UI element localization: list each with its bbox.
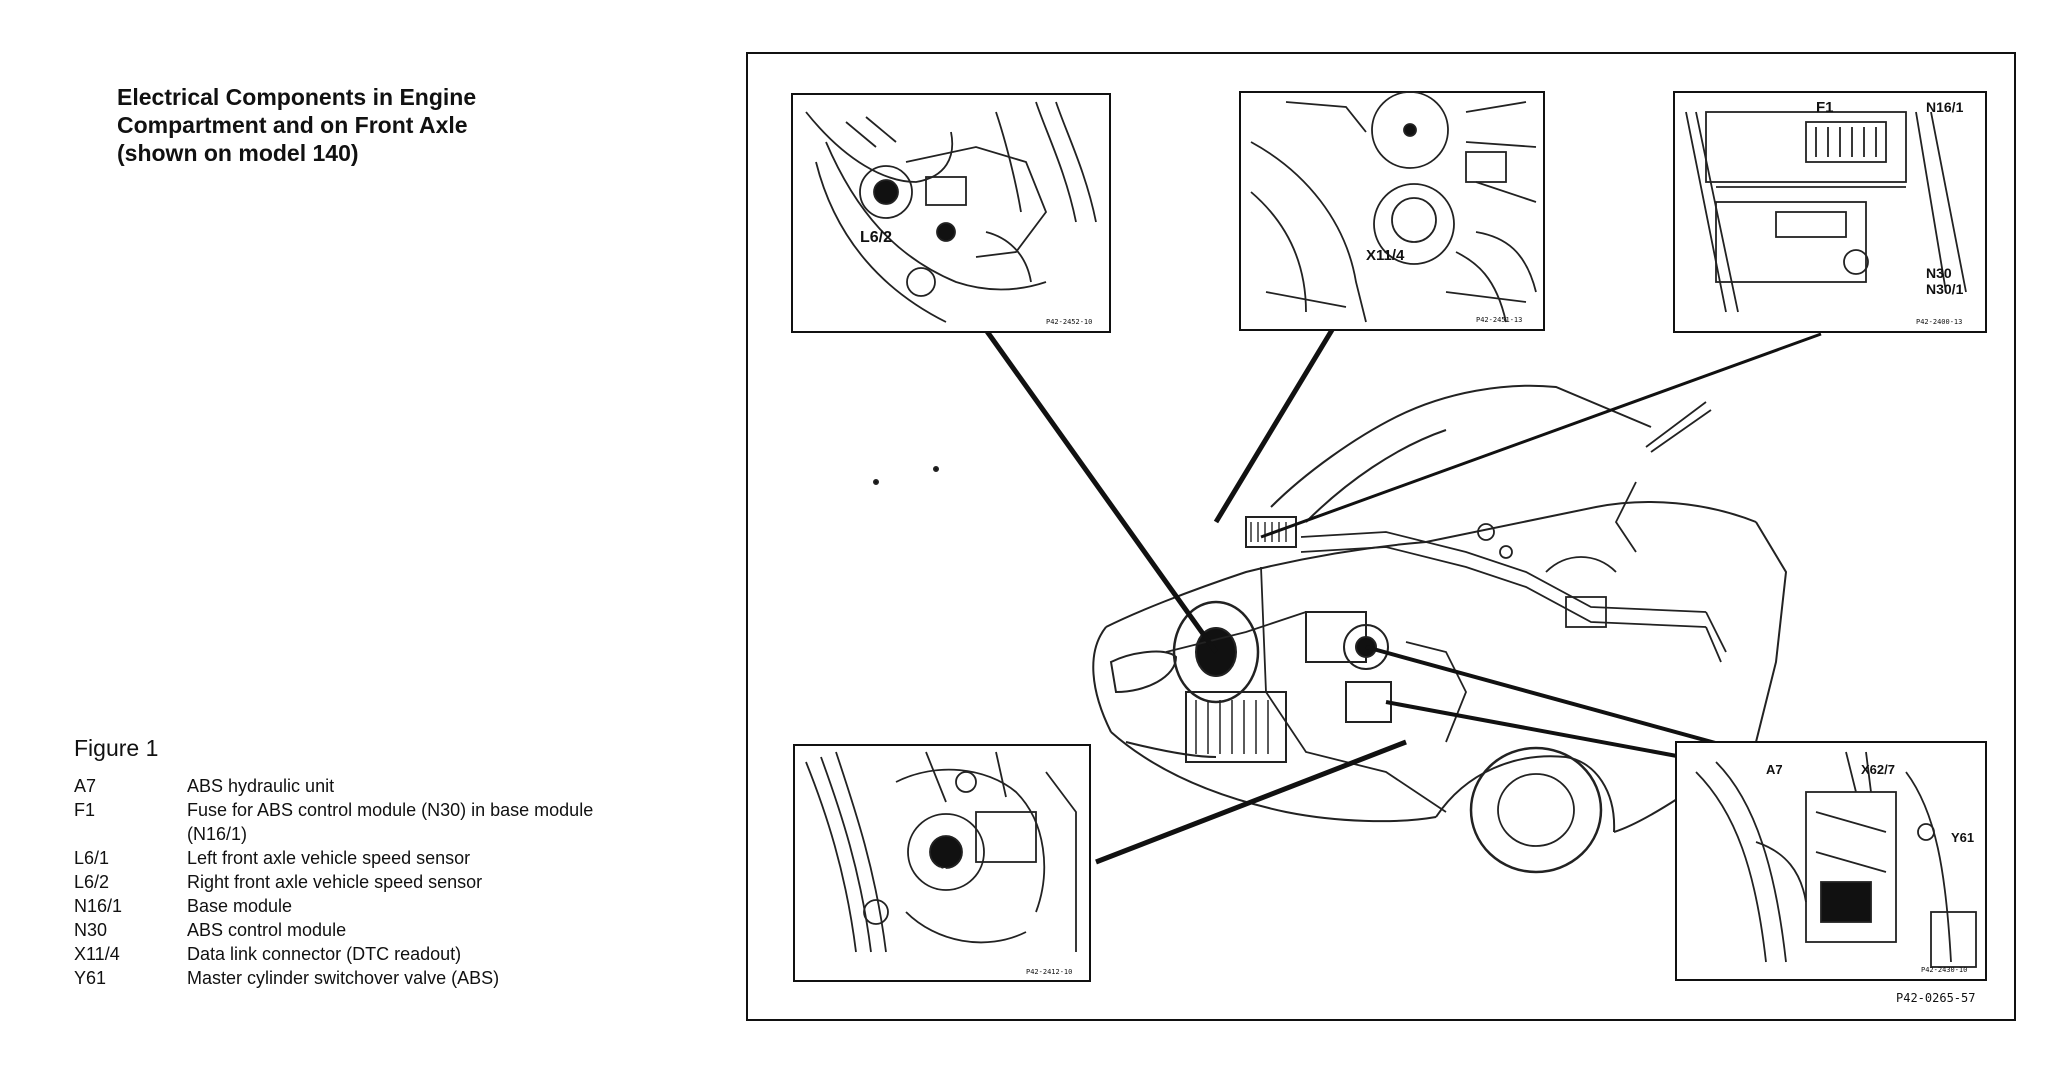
legend-desc: Right front axle vehicle speed sensor (187, 872, 483, 892)
legend-desc: Master cylinder switchover valve (ABS) (187, 968, 500, 988)
legend-desc: Data link connector (DTC readout) (187, 944, 462, 964)
inset-label-l6-2: L6/2 (860, 229, 892, 246)
legend-item: Y61 Master cylinder switchover valve (AB… (74, 966, 634, 990)
legend-code: L6/1 (74, 848, 110, 868)
legend-item: N30 ABS control module (74, 918, 634, 942)
legend-desc: ABS hydraulic unit (187, 776, 335, 796)
inset-left-front-sensor: L6/1 P42-2412-10 (793, 744, 1091, 982)
inset-ref-top-right: P42-2400-13 (1916, 318, 1962, 326)
inset-label-n30: N30 (1926, 265, 1952, 281)
inset-label-x11-4: X11/4 (1366, 247, 1405, 264)
inset-label-f1: F1 (1816, 99, 1834, 116)
inset-label-l6-1: L6/1 (922, 865, 948, 880)
figure-label: Figure 1 (74, 735, 159, 761)
inset-right-front-sensor: L6/2 P42-2452-10 (791, 93, 1111, 333)
legend-code: F1 (74, 800, 96, 820)
legend: A7 ABS hydraulic unit F1 Fuse for ABS co… (74, 774, 634, 990)
legend-code: X11/4 (74, 944, 120, 964)
inset-base-module: F1 N16/1 N30 N30/1 P42-2400-13 (1673, 91, 1987, 333)
legend-item: F1 Fuse for ABS control module (N30) in … (74, 798, 634, 846)
inset-label-n16-1: N16/1 (1926, 99, 1964, 115)
inset-label-a7: A7 (1766, 762, 1783, 777)
legend-item: A7 ABS hydraulic unit (74, 774, 634, 798)
inset-ref-bottom-right: P42-2430-10 (1921, 966, 1967, 974)
legend-code: N30 (74, 920, 108, 940)
legend-item: X11/4 Data link connector (DTC readout) (74, 942, 634, 966)
page-title: Electrical Components in Engine Compartm… (117, 83, 617, 167)
figure-reference-code: P42-0265-57 (1896, 991, 1975, 1005)
legend-item: L6/1 Left front axle vehicle speed senso… (74, 846, 634, 870)
leader-line-l6-1 (1095, 739, 1407, 865)
legend-desc: Left front axle vehicle speed sensor (187, 848, 471, 868)
title-line-1: Electrical Components in Engine (117, 84, 477, 110)
legend-desc: Fuse for ABS control module (N30) in bas… (187, 800, 594, 844)
inset-abs-hydraulic-unit: A7 X62/7 Y61 P42-2430-10 (1675, 741, 1987, 981)
legend-item: L6/2 Right front axle vehicle speed sens… (74, 870, 634, 894)
car-drawing (873, 384, 1788, 874)
legend-item: N16/1 Base module (74, 894, 634, 918)
title-line-3: (shown on model 140) (117, 140, 359, 166)
inset-label-x62-7: X62/7 (1861, 762, 1895, 777)
legend-code: Y61 (74, 968, 107, 988)
inset-ref-bottom-left: P42-2412-10 (1026, 968, 1072, 976)
legend-code: N16/1 (74, 896, 123, 916)
inset-label-y61: Y61 (1951, 830, 1974, 845)
title-line-2: Compartment and on Front Axle (117, 112, 468, 138)
leader-line-n16-1 (1260, 332, 1822, 539)
leader-line-l6-2 (983, 328, 1219, 654)
inset-ref-top-middle: P42-2451-13 (1476, 316, 1522, 324)
component-location-diagram: L6/2 P42-2452-10 X11/4 P42-2451-13 (791, 91, 1987, 1005)
legend-desc: Base module (187, 896, 293, 916)
legend-code: A7 (74, 776, 97, 796)
legend-code: L6/2 (74, 872, 110, 892)
leader-line-x11-4 (1213, 318, 1341, 524)
diagram-frame (746, 52, 2016, 1021)
inset-label-n30-1: N30/1 (1926, 281, 1964, 297)
legend-desc: ABS control module (187, 920, 347, 940)
inset-ref-top-left: P42-2452-10 (1046, 318, 1092, 326)
inset-data-link-connector: X11/4 P42-2451-13 (1239, 91, 1545, 331)
